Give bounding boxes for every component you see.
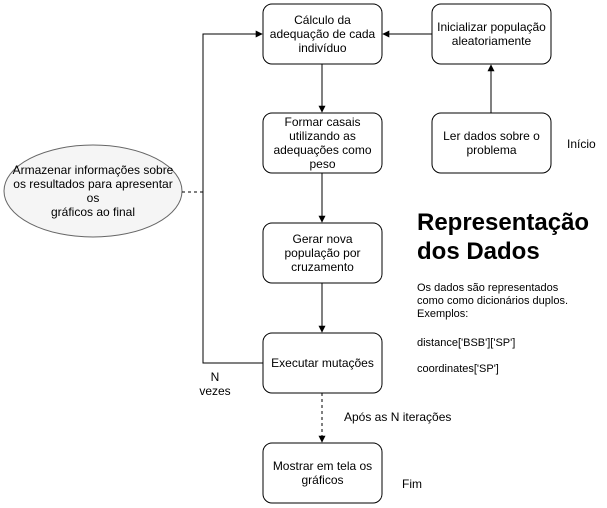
representation-example-coordinates: coordinates['SP'] [417, 363, 499, 375]
show-charts-text: Mostrar em tela os gráficos [272, 459, 373, 487]
init-population-text: Inicializar população aleatoriamente [437, 20, 546, 48]
representation-description: Os dados são representados como como dic… [417, 282, 569, 320]
start-label: Início [567, 137, 596, 151]
representation-example-distance: distance['BSB']['SP'] [417, 337, 516, 349]
loop-arrow-mutations-to-calc [202, 30, 263, 364]
mutations-text: Executar mutações [271, 356, 374, 370]
store-info-text: Armazenar informações sobre os resultado… [12, 163, 174, 219]
n-times-label: N vezes [199, 370, 231, 398]
calc-fitness-text: Cálculo da adequação de cada indivíduo [269, 13, 376, 55]
new-population-text: Gerar nova população por cruzamento [284, 232, 361, 274]
after-iterations-label: Após as N iterações [344, 410, 452, 424]
read-data-text: Ler dados sobre o problema [443, 129, 540, 157]
show-charts-box[interactable] [262, 442, 383, 504]
representation-title: Representação dos Dados [417, 209, 590, 265]
form-couples-text: Formar casais utilizando as adequações c… [273, 115, 372, 171]
end-label: Fim [402, 477, 422, 491]
store-info-ellipse[interactable] [3, 144, 183, 238]
